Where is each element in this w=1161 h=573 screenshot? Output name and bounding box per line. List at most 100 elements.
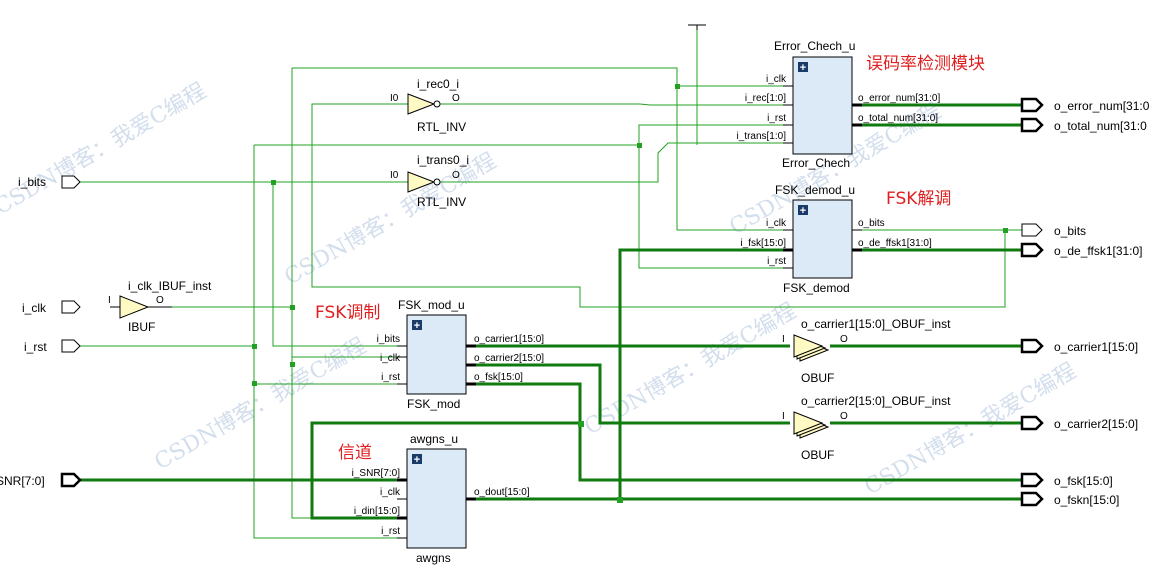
inverter-bubble-icon [433,100,441,108]
output-port-total-num[interactable]: o_total_num[31:0 [1020,117,1147,133]
output-port-bits[interactable]: o_bits [1021,223,1086,238]
net-junction [637,143,642,148]
pin-label: O [452,170,460,181]
output-port-icon [1020,338,1044,354]
buffer-icon [793,411,824,435]
cell-type-name: OBUF [801,371,834,385]
input-port-snr[interactable]: SNR[7:0] [0,472,82,488]
bus-fsk [310,382,1022,520]
pin-label: o_error_num[31:0] [858,93,940,104]
expand-icon[interactable] [798,62,808,72]
net-junction [675,84,680,89]
pin-label: o_dout[15:0] [474,487,530,498]
output-port-icon [1021,223,1043,237]
net-junction [252,381,257,386]
cell-type-name: RTL_INV [417,195,466,209]
pin-label: i_rec[1:0] [745,93,786,104]
cell-type-name: IBUF [128,320,155,334]
pin-label: I [108,295,111,306]
cell-obuf-carrier1[interactable]: o_carrier1[15:0]_OBUF_inst I O OBUF [782,317,951,385]
block-fsk-mod[interactable]: FSK_mod_u + i_bits i_clk i_rst o_carrier… [377,298,545,411]
annotation-fsk-mod: FSK调制 [315,303,380,323]
port-label: i_clk [22,301,47,315]
block-type-name: FSK_demod [783,281,850,295]
cell-instance-name: i_clk_IBUF_inst [128,279,212,293]
port-label: o_error_num[31:0 [1054,99,1150,113]
inverter-icon [407,93,436,115]
output-port-fskn[interactable]: o_fskn[15:0] [1020,491,1119,507]
pin-label: I [782,334,785,345]
expand-symbol: + [800,62,806,74]
output-port-carrier2[interactable]: o_carrier2[15:0] [1020,415,1138,431]
net-junction [578,421,584,427]
block-body[interactable] [406,448,467,549]
block-awgns[interactable]: awgns_u + i_SNR[7:0] i_clk i_din[15:0] i… [352,432,530,565]
block-type-name: Error_Chech [782,156,850,170]
expand-symbol: + [414,320,420,332]
annotation-error-detect: 误码率检测模块 [866,54,985,74]
block-instance-name: FSK_mod_u [398,298,465,312]
expand-icon[interactable] [798,205,808,215]
pin-label: o_carrier2[15:0] [474,353,544,364]
pin-label: O [452,93,460,104]
cell-ibuf[interactable]: i_clk_IBUF_inst I O IBUF [108,279,212,334]
block-instance-name: awgns_u [410,432,458,446]
output-port-icon [1020,97,1044,113]
inverter-bubble-icon [433,178,441,186]
watermark-text: CSDN博客：我爱C编程 [0,79,211,220]
annotation-fsk-demod: FSK解调 [886,189,951,209]
net-junction [1003,228,1008,233]
block-instance-name: FSK_demod_u [775,183,855,197]
input-port-clk[interactable]: i_clk [22,300,81,315]
annotation-channel: 信道 [338,443,372,463]
net-junction [617,497,623,503]
pin-label: o_bits [858,218,885,229]
output-port-error-num[interactable]: o_error_num[31:0 [1020,97,1150,113]
expand-icon[interactable] [412,454,422,464]
net-bits [80,142,793,347]
pin-label: i_trans[1:0] [737,131,787,142]
block-instance-name: Error_Chech_u [774,39,855,53]
input-port-icon [61,175,81,189]
watermark-text: CSDN博客：我爱C编程 [581,299,801,440]
output-port-fsk[interactable]: o_fsk[15:0] [1020,472,1113,488]
block-body[interactable] [792,56,853,155]
output-port-icon [1020,491,1044,507]
pin-label: o_carrier1[15:0] [474,334,544,345]
bus-fskn [466,248,1022,501]
cell-type-name: OBUF [801,448,834,462]
port-label: o_total_num[31:0 [1054,119,1147,133]
cell-instance-name: o_carrier2[15:0]_OBUF_inst [801,394,951,408]
net-clk [172,67,793,519]
net-obits [311,103,1022,308]
pin-label: I0 [390,93,399,104]
pin-label: o_total_num[31:0] [858,113,938,124]
inverter-icon [407,171,436,193]
expand-icon[interactable] [412,320,422,330]
output-port-carrier1[interactable]: o_carrier1[15:0] [1020,338,1138,354]
cell-instance-name: i_trans0_i [417,153,469,167]
wire-layer [80,24,1022,539]
expand-symbol: + [414,454,420,466]
port-label: i_bits [18,175,46,189]
pin-label: O [840,334,848,345]
input-port-bits[interactable]: i_bits [18,175,81,189]
cell-obuf-carrier2[interactable]: o_carrier2[15:0]_OBUF_inst I O OBUF [782,394,951,462]
pin-label: i_fsk[15:0] [740,238,786,249]
pin-label: i_clk [380,487,401,498]
net-junction [271,180,276,185]
output-port-icon [1020,242,1044,258]
input-port-rst[interactable]: i_rst [24,339,81,354]
block-error-chech[interactable]: Error_Chech_u + i_clk i_rec[1:0] i_rst i… [737,39,941,170]
cell-inv-rec[interactable]: i_rec0_i I0 O RTL_INV [390,77,466,134]
output-port-icon [1020,117,1044,133]
input-port-icon [60,472,82,488]
net-rst [80,124,793,539]
cell-instance-name: o_carrier1[15:0]_OBUF_inst [801,317,951,331]
output-port-de-ffsk1[interactable]: o_de_ffsk1[31:0] [1020,242,1143,258]
port-label: o_carrier1[15:0] [1054,340,1138,354]
buffer-icon [119,295,150,319]
block-fsk-demod[interactable]: FSK_demod_u + i_clk i_fsk[15:0] i_rst o_… [740,183,932,295]
cell-inv-trans[interactable]: i_trans0_i I0 O RTL_INV [390,153,469,209]
block-type-name: FSK_mod [407,397,460,411]
